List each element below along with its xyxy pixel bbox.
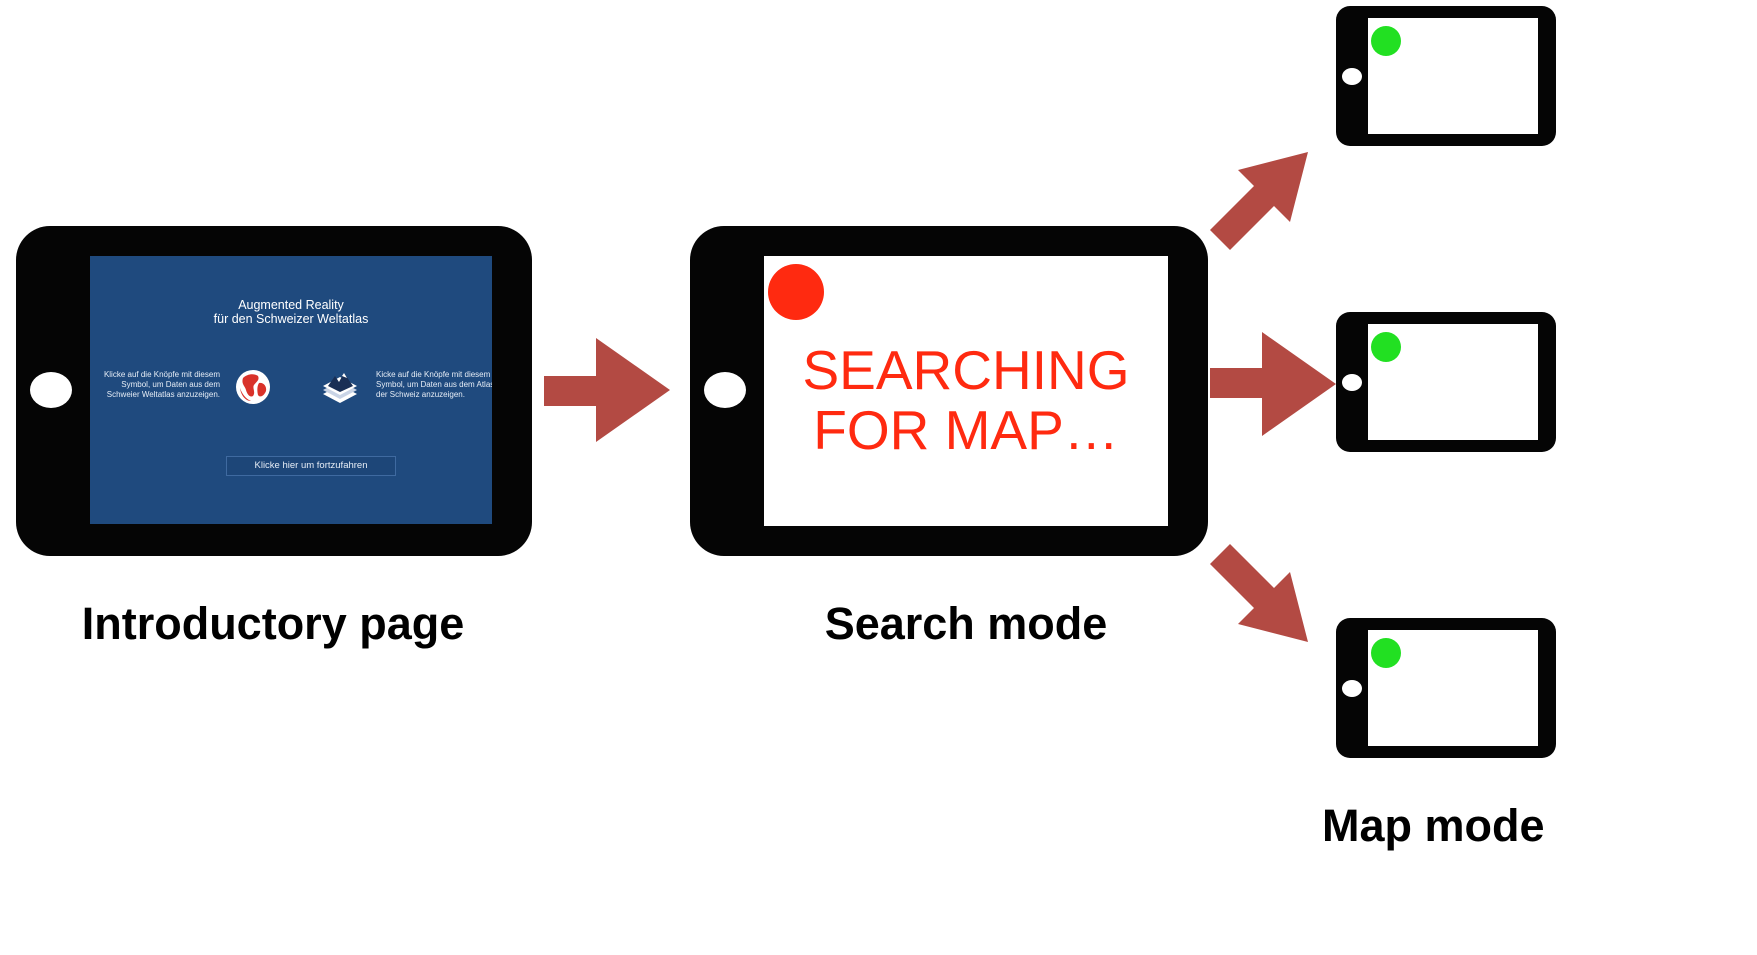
intro-title-line2: für den Schweizer Weltatlas [213,312,369,326]
globe-icon[interactable] [234,368,272,406]
map-status-indicator [1371,26,1401,56]
search-tablet: SEARCHING FOR MAP… [690,226,1208,556]
searching-message: SEARCHING FOR MAP… [764,340,1168,460]
searching-line2: FOR MAP… [813,399,1119,461]
map-status-indicator [1371,332,1401,362]
search-status-indicator [768,264,824,320]
map-screen [1368,630,1538,746]
searching-line1: SEARCHING [802,339,1130,401]
arrow-search-to-map-bottom [1210,544,1308,642]
map-screen [1368,324,1538,440]
map-tablet-top [1336,6,1556,146]
intro-title: Augmented Reality für den Schweizer Welt… [90,298,492,326]
intro-screen: Augmented Reality für den Schweizer Welt… [90,256,492,524]
intro-right-note: Kicke auf die Knöpfe mit diesem Symbol, … [376,370,492,399]
intro-caption: Introductory page [81,598,465,649]
home-button [1342,680,1362,697]
intro-title-line1: Augmented Reality [238,298,344,312]
home-button [1342,68,1362,85]
search-screen: SEARCHING FOR MAP… [764,256,1168,526]
arrow-intro-to-search [544,338,670,442]
intro-tablet: Augmented Reality für den Schweizer Welt… [16,226,532,556]
home-button [1342,374,1362,391]
home-button [704,372,746,408]
home-button [30,372,72,408]
map-caption: Map mode [1322,800,1545,851]
map-screen [1368,18,1538,134]
continue-button[interactable]: Klicke hier um fortzufahren [226,456,396,476]
intro-left-note: Klicke auf die Knöpfe mit diesem Symbol,… [103,370,220,399]
map-tablet-bottom [1336,618,1556,758]
layered-mountain-icon[interactable] [320,368,360,406]
search-caption: Search mode [824,598,1108,649]
arrow-search-to-map-middle [1210,332,1336,436]
arrow-search-to-map-top [1210,152,1308,250]
map-tablet-middle [1336,312,1556,452]
map-status-indicator [1371,638,1401,668]
